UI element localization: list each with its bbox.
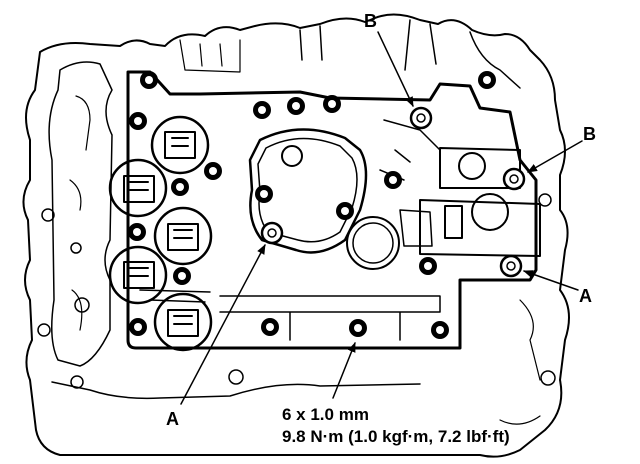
leader-lines: [180, 31, 583, 405]
bolt: [336, 202, 354, 220]
callout-bolts: [260, 106, 526, 278]
bolt: [173, 267, 191, 285]
torque-spec: 9.8 N·m (1.0 kgf·m, 7.2 lbf·ft): [282, 427, 510, 446]
callout-b-right: B: [583, 124, 596, 144]
bolt: [204, 162, 222, 180]
bolt-size-spec: 6 x 1.0 mm: [282, 405, 369, 424]
callout-a-left: A: [166, 409, 179, 429]
bolt: [255, 185, 273, 203]
bolt: [419, 257, 437, 275]
housing-outline: [22, 13, 570, 458]
valve-body-plate: [126, 70, 538, 350]
bolt: [384, 171, 402, 189]
bolt: [129, 112, 147, 130]
leader-b-top: [377, 31, 414, 107]
leader-a-right: [523, 270, 579, 291]
leader-b-right: [527, 140, 583, 173]
right-valve-group: [399, 147, 541, 257]
bolt: [129, 318, 147, 336]
callout-b-top: B: [364, 11, 377, 31]
housing-holes: [37, 193, 556, 389]
bolt: [261, 318, 279, 336]
bolt-b-top: [409, 106, 433, 130]
bolts: [128, 71, 496, 339]
bolt-a-left: [260, 221, 284, 245]
bolt: [323, 95, 341, 113]
bolt: [140, 71, 158, 89]
bolt: [253, 101, 271, 119]
solenoid-valves: [108, 115, 213, 352]
bolt: [171, 178, 189, 196]
bolt-6x1: [349, 319, 367, 337]
lower-plate-detail: [139, 289, 441, 341]
callout-a-right: A: [579, 286, 592, 306]
bolt: [128, 223, 146, 241]
bolt-a-right: [499, 254, 523, 278]
bolt: [431, 321, 449, 339]
leader-bolt-spec: [332, 342, 356, 399]
leader-a-left: [180, 244, 266, 405]
bolt: [478, 71, 496, 89]
bolt: [287, 97, 305, 115]
filter-cover: [248, 119, 441, 270]
bolt-b-right: [502, 167, 526, 191]
